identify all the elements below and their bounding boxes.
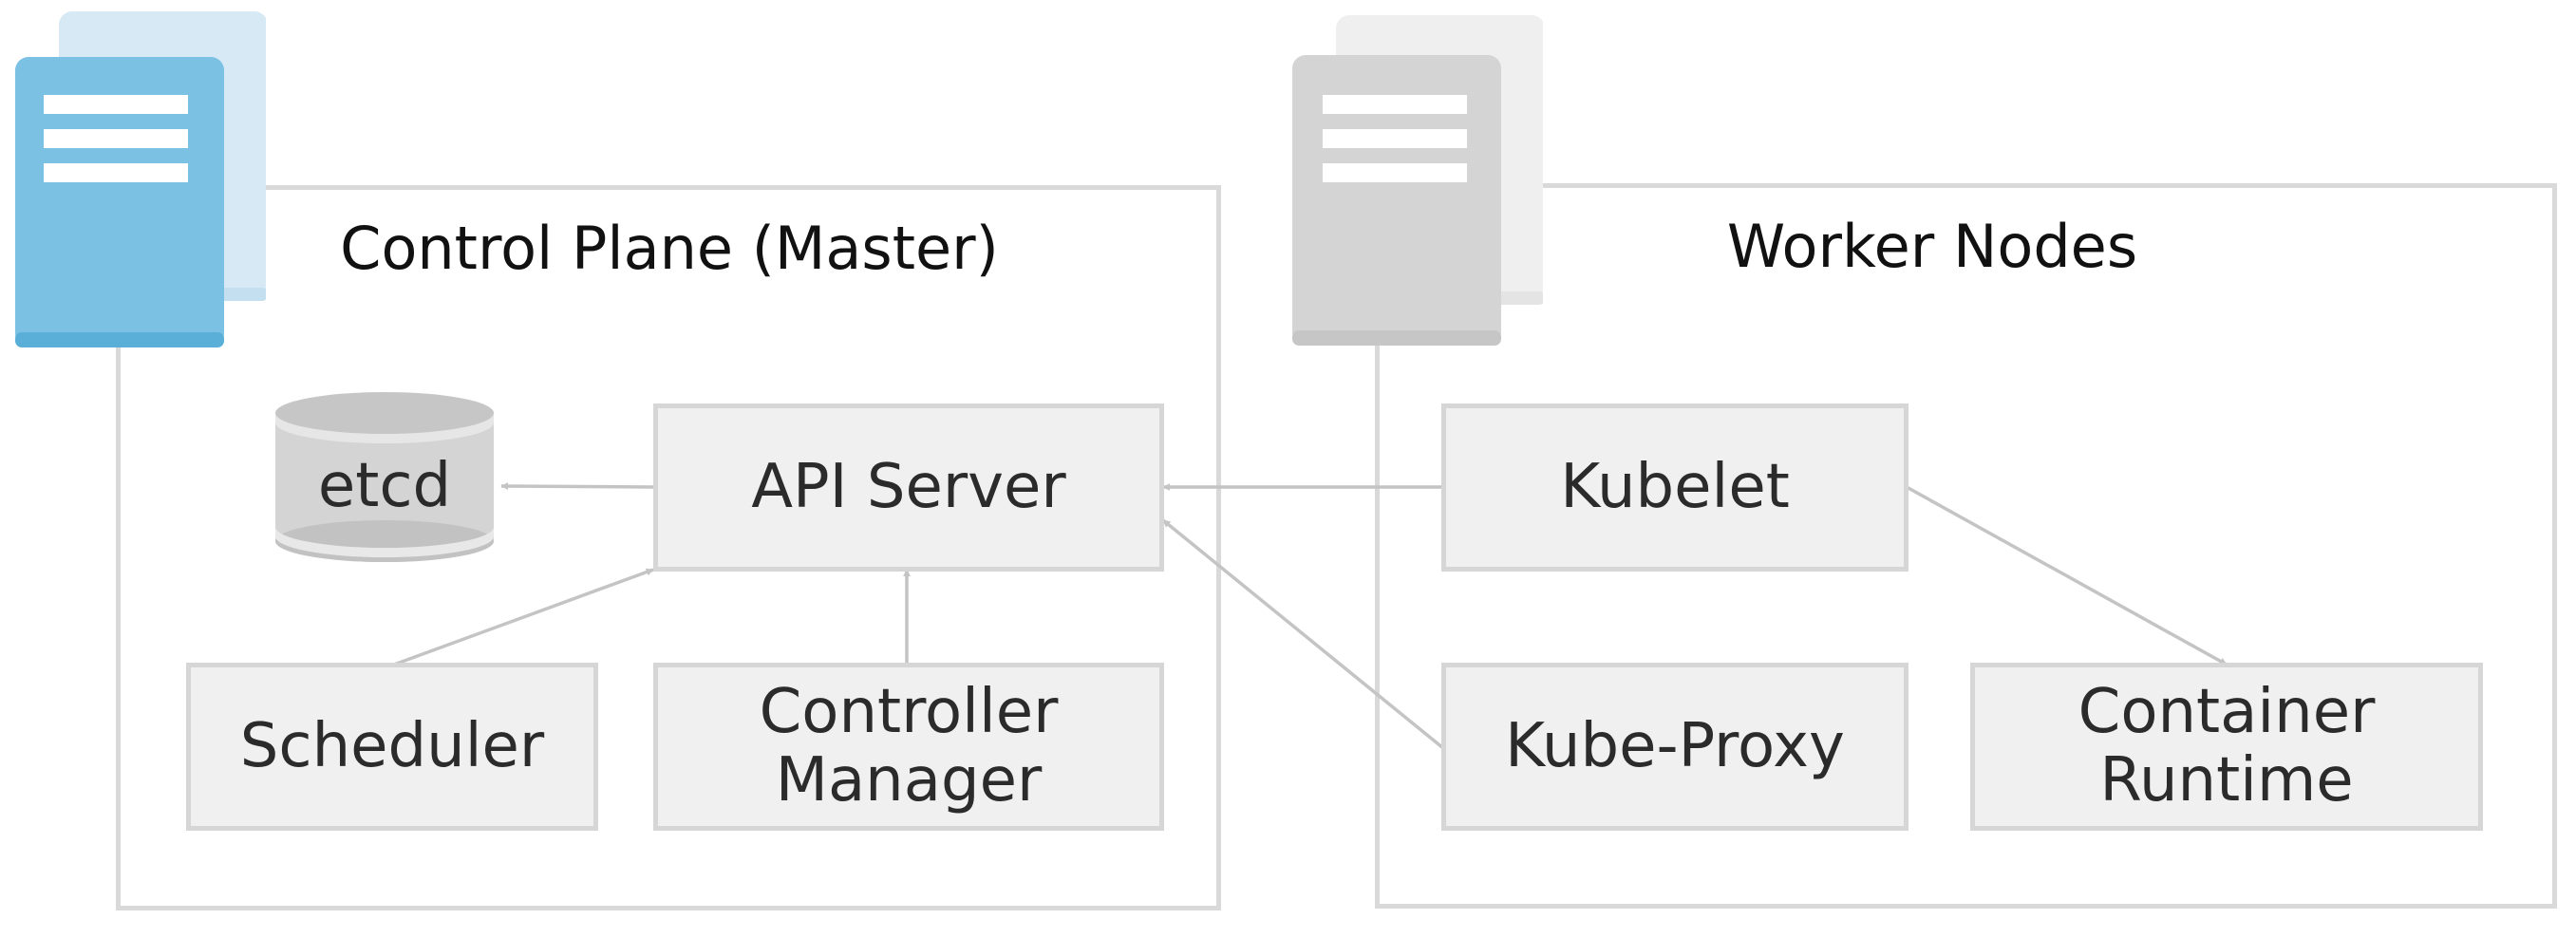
server-stack-icon bbox=[1292, 15, 1543, 346]
control-plane-title: Control Plane (Master) bbox=[340, 214, 999, 283]
arrow-api-to-etcd bbox=[500, 482, 654, 491]
worker-nodes-title: Worker Nodes bbox=[1726, 212, 2138, 281]
controller-manager-box: Controller Manager bbox=[653, 663, 1164, 831]
kubelet-box: Kubelet bbox=[1441, 403, 1908, 572]
scheduler-box: Scheduler bbox=[186, 663, 598, 831]
worker-nodes-panel bbox=[1375, 183, 2557, 909]
server-stack-icon bbox=[15, 11, 266, 347]
arrow-kubelet-to-runtime bbox=[1906, 485, 2228, 666]
kube-proxy-box: Kube-Proxy bbox=[1441, 663, 1908, 831]
control-plane-panel bbox=[116, 185, 1221, 910]
arrow-scheduler-to-api bbox=[393, 568, 654, 666]
container-runtime-box: Container Runtime bbox=[1970, 663, 2483, 831]
api-server-box: API Server bbox=[653, 403, 1164, 572]
etcd-label: etcd bbox=[317, 451, 452, 521]
arrow-kubeproxy-to-api bbox=[1161, 518, 1445, 750]
database-cylinder-icon bbox=[275, 392, 494, 562]
